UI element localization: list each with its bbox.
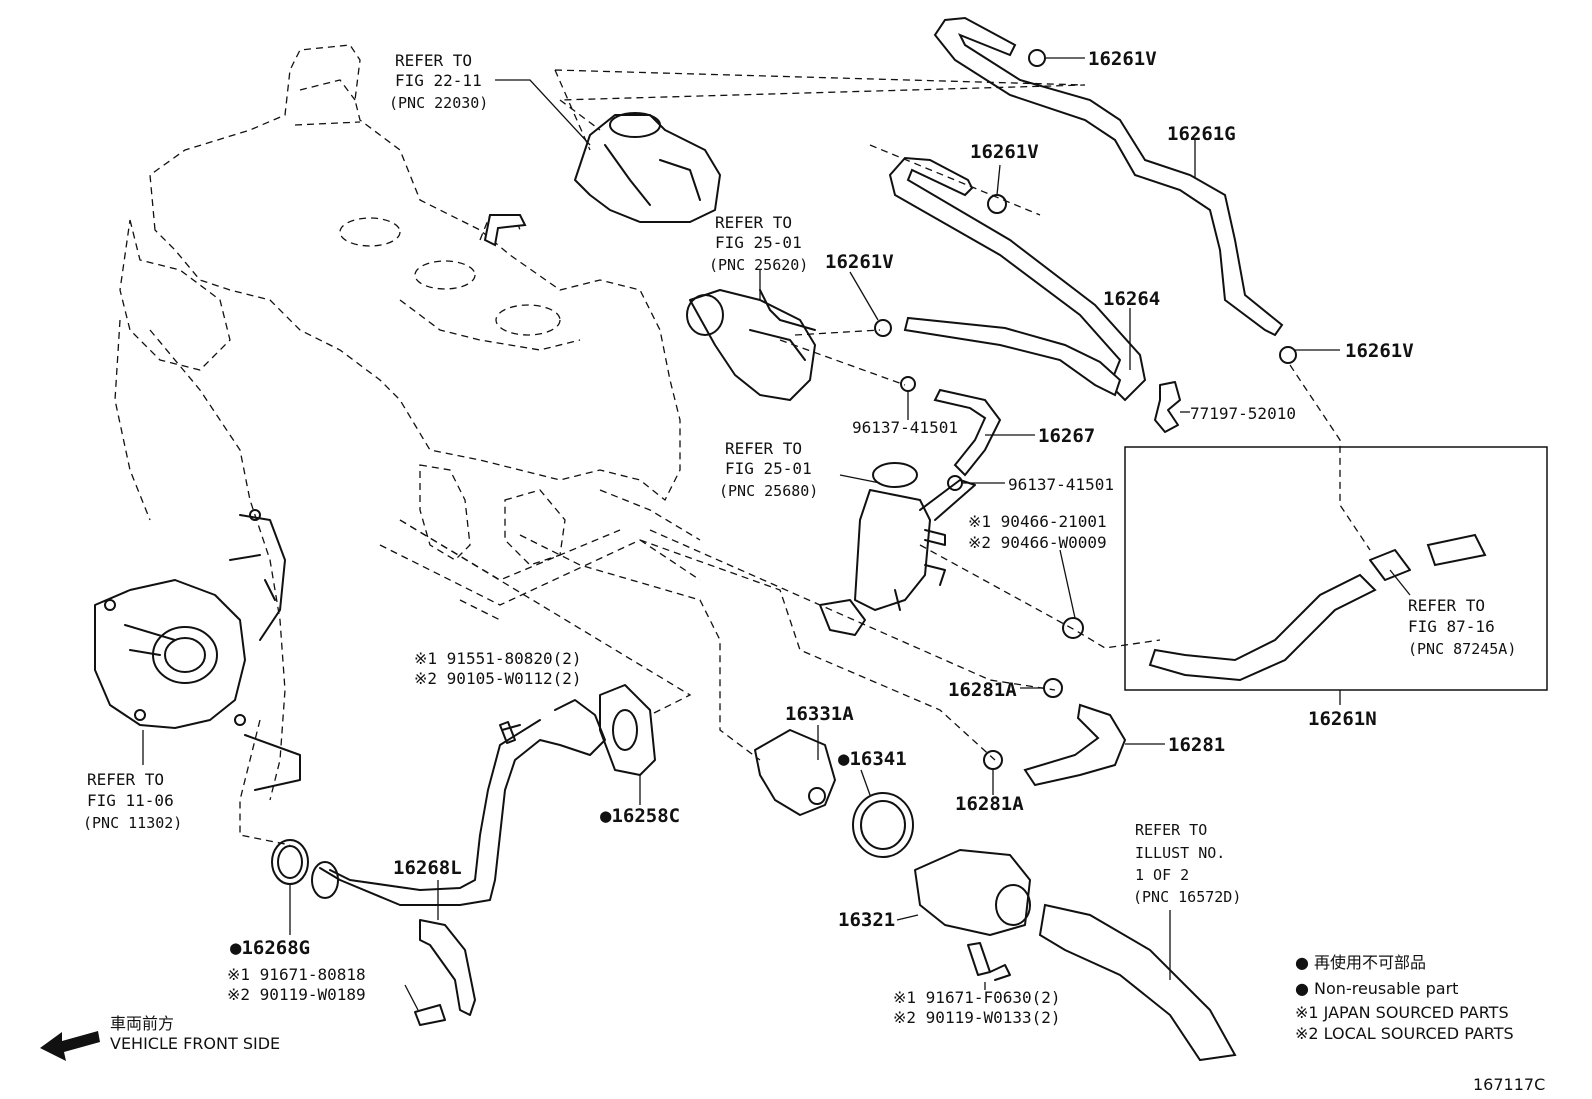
ref-line: ILLUST NO. (1135, 844, 1225, 862)
small-parts (271, 49, 1297, 1026)
ref-line: REFER TO (87, 770, 164, 789)
ref-line: (PNC 11302) (83, 814, 182, 832)
part-16281A: 16281A (955, 793, 1024, 815)
part-labels: 16261V 16261G 16261V 16261V 16264 16261V… (227, 48, 1414, 1027)
ref-line: FIG 11-06 (87, 791, 174, 810)
part-16261N: 16261N (1308, 708, 1377, 730)
part-16258C: ●16258C (600, 805, 680, 827)
legend-japan-sourced: ※1 JAPAN SOURCED PARTS (1295, 1003, 1509, 1022)
legend-local-sourced: ※2 LOCAL SOURCED PARTS (1295, 1024, 1514, 1043)
ref-line: REFER TO (1408, 596, 1485, 615)
ref-line: 1 OF 2 (1135, 866, 1189, 884)
engine-block-illustration (114, 44, 701, 801)
parts-group-box (1124, 446, 1548, 691)
ref-fig-25-01-b: REFER TO FIG 25-01 (PNC 25680) (719, 439, 818, 500)
reference-lines (239, 69, 1371, 846)
legend-non-reusable-jp: ● 再使用不可部品 (1295, 953, 1426, 972)
ref-illust-1-of-2: REFER TO ILLUST NO. 1 OF 2 (PNC 16572D) (1133, 821, 1241, 906)
part-16281A: 16281A (948, 679, 1017, 701)
part-16261V: 16261V (970, 141, 1039, 163)
part-16331A: 16331A (785, 703, 854, 725)
part-16281: 16281 (1168, 734, 1225, 756)
ref-fig-22-11: REFER TO FIG 22-11 (PNC 22030) (389, 51, 488, 112)
front-arrow-icon (40, 1031, 100, 1061)
ref-line: FIG 25-01 (725, 459, 812, 478)
part-16268G: ●16268G (230, 937, 310, 959)
ref-line: REFER TO (715, 213, 792, 232)
part-16341: ●16341 (838, 748, 907, 770)
ref-line: FIG 22-11 (395, 71, 482, 90)
part-96137-41501: 96137-41501 (1008, 475, 1114, 494)
vehicle-front-indicator: 車両前方 VEHICLE FRONT SIDE (40, 1014, 280, 1061)
part-16267: 16267 (1038, 425, 1095, 447)
legend-non-reusable: ● Non-reusable part (1295, 979, 1458, 998)
part-16321: 16321 (838, 909, 895, 931)
ref-fig-11-06: REFER TO FIG 11-06 (PNC 11302) (83, 770, 182, 832)
legend: ● 再使用不可部品 ● Non-reusable part ※1 JAPAN S… (1295, 953, 1514, 1043)
front-label-en: VEHICLE FRONT SIDE (110, 1034, 280, 1053)
ref-line: REFER TO (1135, 821, 1207, 839)
part-16261V: 16261V (825, 251, 894, 273)
part-90119-W0189: ※2 90119-W0189 (227, 985, 366, 1004)
leader-lines (142, 57, 1411, 1011)
throttle-body-illustration (574, 112, 721, 223)
part-90466-21001: ※1 90466-21001 (968, 512, 1107, 531)
ref-line: (PNC 25680) (719, 482, 818, 500)
part-96137-41501: 96137-41501 (852, 418, 958, 437)
ref-line: REFER TO (395, 51, 472, 70)
part-90466-W0009: ※2 90466-W0009 (968, 533, 1107, 552)
diagram-id: 167117C (1473, 1075, 1545, 1094)
ref-line: (PNC 25620) (709, 256, 808, 274)
hoses (311, 16, 1487, 1062)
part-91551-80820: ※1 91551-80820(2) (414, 649, 582, 668)
ref-fig-87-16: REFER TO FIG 87-16 (PNC 87245A) (1408, 596, 1516, 658)
ref-line: (PNC 22030) (389, 94, 488, 112)
part-16261V: 16261V (1345, 340, 1414, 362)
ref-line: FIG 87-16 (1408, 617, 1495, 636)
part-16261V: 16261V (1088, 48, 1157, 70)
water-pump-illustration (94, 509, 301, 791)
ref-line: (PNC 16572D) (1133, 888, 1241, 906)
part-90105-W0112: ※2 90105-W0112(2) (414, 669, 582, 688)
part-77197-52010: 77197-52010 (1190, 404, 1296, 423)
front-label-jp: 車両前方 (110, 1014, 174, 1033)
part-91671-F0630: ※1 91671-F0630(2) (893, 988, 1061, 1007)
part-16264: 16264 (1103, 288, 1160, 310)
part-90119-W0133: ※2 90119-W0133(2) (893, 1008, 1061, 1027)
ref-line: FIG 25-01 (715, 233, 802, 252)
ref-line: (PNC 87245A) (1408, 640, 1516, 658)
egr-valve-illustration (686, 289, 816, 401)
ref-line: REFER TO (725, 439, 802, 458)
part-16268L: 16268L (393, 857, 462, 879)
part-91671-80818: ※1 91671-80818 (227, 965, 366, 984)
part-16261G: 16261G (1167, 123, 1236, 145)
ref-fig-25-01-a: REFER TO FIG 25-01 (PNC 25620) (709, 213, 808, 274)
